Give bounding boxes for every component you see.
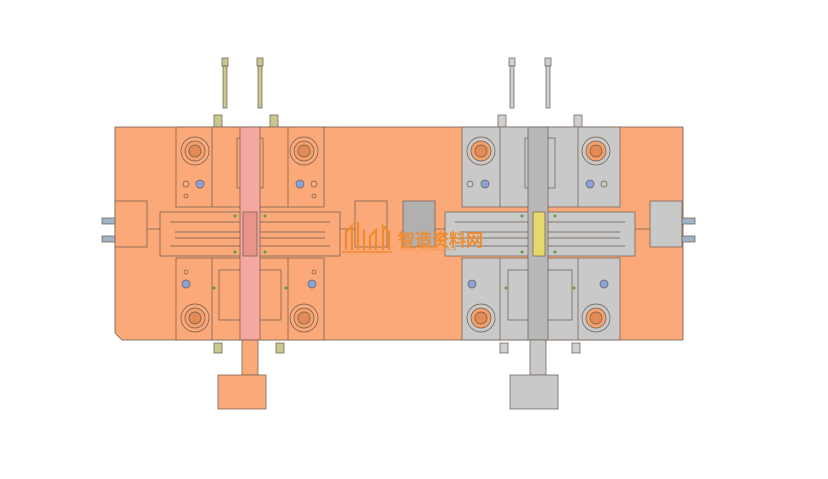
- zhizao-logo: [342, 222, 392, 253]
- watermark-subtext: WWW.ZHIZAO.DATA: [400, 247, 457, 253]
- right-mold-half: [402, 57, 696, 410]
- left-mold-half: [101, 57, 388, 410]
- watermark-text: 智造资料网: [398, 231, 483, 251]
